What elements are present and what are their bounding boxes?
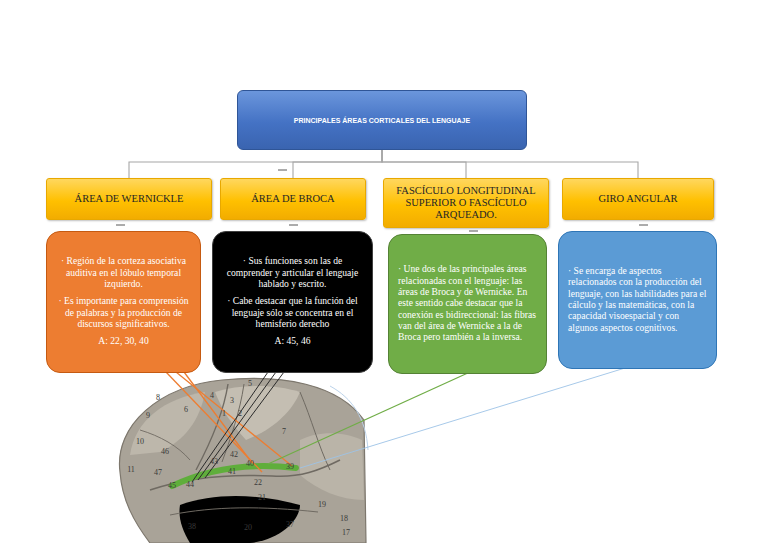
box-paragraph: · Es importante para comprensión de pala… bbox=[56, 295, 191, 329]
central-sulcus bbox=[196, 384, 228, 470]
leader-line bbox=[198, 372, 276, 480]
brain-gyrus bbox=[179, 496, 300, 543]
area-number: 10 bbox=[136, 438, 144, 446]
area-number: 17 bbox=[342, 529, 350, 537]
area-number: 21 bbox=[258, 494, 266, 502]
area-number: 8 bbox=[156, 394, 160, 402]
leader-line bbox=[176, 372, 292, 466]
brain-outline bbox=[119, 378, 366, 543]
brain-gyrus bbox=[215, 386, 300, 440]
description-box: · Une dos de las principales áreas relac… bbox=[388, 234, 547, 374]
collapse-mark bbox=[639, 225, 648, 226]
tree-connector bbox=[382, 150, 638, 178]
box-text: · Región de la corteza asociativa auditi… bbox=[56, 255, 191, 289]
brain-illustration bbox=[119, 378, 368, 543]
area-number: 37 bbox=[286, 521, 294, 529]
area-number: 40 bbox=[246, 460, 254, 468]
leader-line bbox=[192, 372, 268, 482]
box-paragraph: A: 45, 46 bbox=[222, 335, 363, 346]
tree-connector bbox=[382, 150, 466, 178]
area-number: 4 bbox=[210, 392, 214, 400]
area-number: 7 bbox=[282, 428, 286, 436]
area-number: 46 bbox=[161, 448, 169, 456]
box-text: FASCÍCULO LONGITUDINAL SUPERIOR O FASCÍC… bbox=[390, 185, 542, 221]
brain-sulcus bbox=[170, 508, 318, 515]
leader-lines bbox=[166, 368, 625, 482]
connector-layer bbox=[129, 150, 638, 178]
area-number: 41 bbox=[228, 468, 236, 476]
section-header: GIRO ANGULAR bbox=[562, 178, 714, 220]
leader-line bbox=[268, 372, 470, 464]
area-number: 42 bbox=[230, 451, 238, 459]
area-number: 2 bbox=[238, 410, 242, 418]
description-box: · Se encarga de aspectos relacionados co… bbox=[558, 231, 717, 369]
tree-connector bbox=[129, 150, 382, 178]
brain-sulcus bbox=[300, 392, 330, 470]
tree-connector bbox=[293, 150, 382, 178]
area-number: 44 bbox=[186, 481, 194, 489]
section-header: FASCÍCULO LONGITUDINAL SUPERIOR O FASCÍC… bbox=[383, 178, 549, 228]
box-paragraph: · Cabe destacar que la función del lengu… bbox=[222, 295, 363, 329]
description-box: · Región de la corteza asociativa auditi… bbox=[46, 231, 201, 373]
box-text: PRINCIPALES ÁREAS CORTICALES DEL LENGUAJ… bbox=[242, 117, 522, 124]
brain-gyrus bbox=[300, 433, 364, 500]
box-paragraph: A: 22, 30, 40 bbox=[56, 335, 191, 346]
collapse-mark bbox=[278, 170, 287, 171]
area-number: 11 bbox=[127, 466, 135, 474]
area-number: 19 bbox=[318, 501, 326, 509]
box-text: GIRO ANGULAR bbox=[569, 193, 707, 205]
leader-line bbox=[300, 368, 625, 468]
area-number: 43 bbox=[210, 458, 218, 466]
area-number: 20 bbox=[244, 524, 252, 532]
area-number: 39 bbox=[286, 463, 294, 471]
area-number: 45 bbox=[168, 482, 176, 490]
section-header: ÁREA DE BROCA bbox=[220, 178, 366, 220]
area-number: 3 bbox=[230, 397, 234, 405]
area-number: 6 bbox=[184, 406, 188, 414]
box-text: ÁREA DE BROCA bbox=[227, 193, 359, 205]
box-text: ÁREA DE WERNICKLE bbox=[53, 193, 205, 205]
box-text: · Une dos de las principales áreas relac… bbox=[398, 263, 537, 342]
section-header: ÁREA DE WERNICKLE bbox=[46, 178, 212, 220]
box-text: · Se encarga de aspectos relacionados co… bbox=[568, 265, 707, 333]
box-text: · Sus funciones son las de comprender y … bbox=[222, 255, 363, 289]
brain-sulcus bbox=[140, 430, 190, 460]
area-number: 18 bbox=[340, 515, 348, 523]
area-number: 5 bbox=[248, 380, 252, 388]
area-number: 9 bbox=[146, 412, 150, 420]
area-number: 1 bbox=[222, 410, 226, 418]
description-box: · Sus funciones son las de comprender y … bbox=[212, 231, 373, 373]
area-number: 38 bbox=[188, 523, 196, 531]
leader-line bbox=[184, 372, 252, 463]
brain-outline-highlight bbox=[330, 386, 368, 450]
area-number: 47 bbox=[154, 469, 162, 477]
area-number: 22 bbox=[254, 479, 262, 487]
collapse-mark bbox=[116, 225, 125, 226]
collapse-mark bbox=[469, 231, 478, 232]
title-box: PRINCIPALES ÁREAS CORTICALES DEL LENGUAJ… bbox=[237, 90, 527, 150]
collapse-mark bbox=[289, 225, 298, 226]
